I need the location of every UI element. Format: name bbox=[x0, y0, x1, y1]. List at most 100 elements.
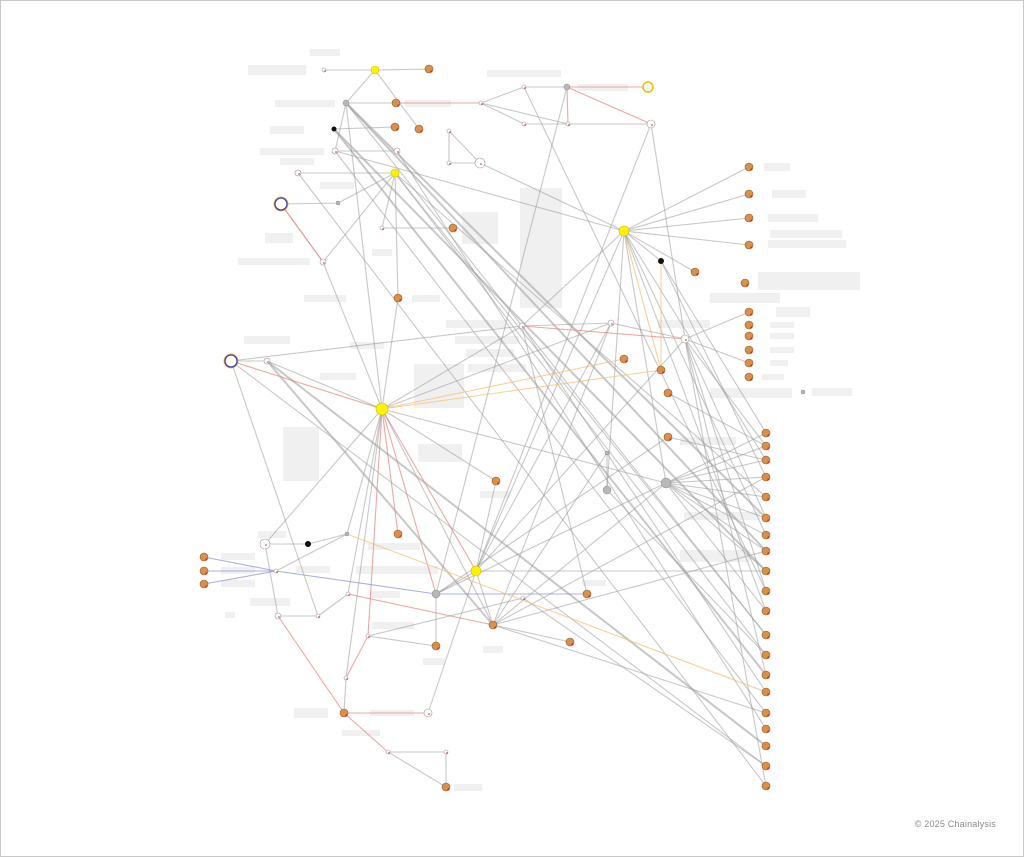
transfer-edge[interactable] bbox=[684, 311, 750, 340]
transfer-edge[interactable] bbox=[367, 597, 524, 637]
transfer-edge[interactable] bbox=[492, 624, 571, 643]
transfer-edge[interactable] bbox=[684, 338, 767, 447]
address-node-icon[interactable] bbox=[565, 121, 571, 127]
transfer-edge[interactable] bbox=[317, 593, 349, 617]
transfer-edge[interactable] bbox=[623, 230, 767, 536]
transfer-edge[interactable] bbox=[665, 482, 767, 612]
address-node-icon[interactable] bbox=[646, 119, 656, 129]
transfer-edge[interactable] bbox=[650, 123, 686, 340]
transfer-edge[interactable] bbox=[427, 570, 477, 714]
transfer-edge[interactable] bbox=[347, 593, 494, 626]
transfer-edge[interactable] bbox=[334, 150, 767, 714]
transfer-edge[interactable] bbox=[480, 102, 569, 125]
address-node-icon[interactable] bbox=[478, 100, 484, 106]
transfer-edge[interactable] bbox=[480, 86, 525, 104]
cluster-node-icon[interactable] bbox=[744, 372, 754, 382]
cluster-node-icon[interactable] bbox=[761, 687, 771, 697]
transfer-edge[interactable] bbox=[566, 86, 569, 125]
transfer-edge[interactable] bbox=[684, 338, 767, 676]
cluster-node-icon[interactable] bbox=[761, 630, 771, 640]
transfer-edge[interactable] bbox=[333, 126, 396, 130]
cluster-node-icon[interactable] bbox=[393, 293, 403, 303]
transfer-edge[interactable] bbox=[521, 230, 625, 327]
cluster-node-icon[interactable] bbox=[761, 741, 771, 751]
transfer-edge[interactable] bbox=[275, 570, 437, 595]
cluster-node-icon[interactable] bbox=[761, 455, 771, 465]
cluster-node-icon[interactable] bbox=[761, 761, 771, 771]
transfer-edge[interactable] bbox=[623, 230, 767, 612]
transfer-edge[interactable] bbox=[665, 445, 767, 484]
transfer-edge[interactable] bbox=[492, 550, 767, 626]
transfer-edge[interactable] bbox=[307, 533, 348, 545]
cluster-node-icon[interactable] bbox=[391, 98, 401, 108]
cluster-node-icon[interactable] bbox=[619, 354, 629, 364]
address-node-icon[interactable] bbox=[520, 595, 526, 601]
cluster-node-icon[interactable] bbox=[761, 781, 771, 791]
address-node-icon[interactable] bbox=[335, 200, 341, 206]
transfer-edge[interactable] bbox=[660, 260, 767, 434]
transfer-edge[interactable] bbox=[521, 325, 686, 340]
transfer-edge[interactable] bbox=[435, 570, 477, 595]
address-node-icon[interactable] bbox=[521, 84, 527, 90]
cluster-node-icon[interactable] bbox=[431, 641, 441, 651]
transfer-edge[interactable] bbox=[475, 338, 686, 572]
transfer-edge[interactable] bbox=[660, 260, 767, 478]
transfer-edge[interactable] bbox=[665, 476, 767, 484]
black-node-icon[interactable] bbox=[331, 126, 337, 132]
transfer-edge[interactable] bbox=[448, 130, 481, 164]
address-node-icon[interactable] bbox=[800, 389, 806, 395]
transfer-edge[interactable] bbox=[264, 408, 383, 545]
cluster-node-icon[interactable] bbox=[761, 724, 771, 734]
transfer-edge[interactable] bbox=[230, 360, 383, 410]
cluster-node-icon[interactable] bbox=[656, 365, 666, 375]
highlighted-node-icon[interactable] bbox=[470, 565, 482, 577]
transfer-edge[interactable] bbox=[623, 193, 750, 232]
cluster-node-icon[interactable] bbox=[199, 552, 209, 562]
transfer-edge[interactable] bbox=[374, 68, 430, 71]
transfer-edge[interactable] bbox=[521, 322, 612, 327]
transfer-edge[interactable] bbox=[623, 166, 750, 232]
address-node-icon[interactable] bbox=[319, 258, 327, 266]
exchange-ring-icon[interactable] bbox=[223, 353, 239, 369]
transfer-edge[interactable] bbox=[623, 230, 696, 273]
cluster-node-icon[interactable] bbox=[761, 428, 771, 438]
cluster-node-icon[interactable] bbox=[761, 670, 771, 680]
cluster-node-icon[interactable] bbox=[424, 64, 434, 74]
address-node-icon[interactable] bbox=[294, 169, 302, 177]
loop-ring-icon[interactable] bbox=[642, 81, 654, 93]
cluster-node-icon[interactable] bbox=[582, 589, 592, 599]
address-node-icon[interactable] bbox=[344, 531, 350, 537]
address-node-icon[interactable] bbox=[660, 477, 672, 489]
cluster-node-icon[interactable] bbox=[761, 650, 771, 660]
address-node-icon[interactable] bbox=[443, 749, 449, 755]
address-node-icon[interactable] bbox=[393, 147, 401, 155]
cluster-node-icon[interactable] bbox=[393, 529, 403, 539]
transfer-edge[interactable] bbox=[345, 69, 376, 104]
transfer-edge[interactable] bbox=[667, 436, 767, 461]
cluster-node-icon[interactable] bbox=[761, 606, 771, 616]
transfer-edge[interactable] bbox=[381, 408, 399, 535]
transfer-edge[interactable] bbox=[665, 482, 767, 498]
transfer-edge[interactable] bbox=[381, 408, 477, 572]
address-node-icon[interactable] bbox=[273, 568, 279, 574]
cluster-node-icon[interactable] bbox=[199, 579, 209, 589]
cluster-node-icon[interactable] bbox=[744, 240, 754, 250]
transfer-edge[interactable] bbox=[623, 230, 662, 371]
transfer-edge[interactable] bbox=[381, 325, 523, 410]
transfer-edge[interactable] bbox=[521, 325, 588, 595]
cluster-node-icon[interactable] bbox=[761, 586, 771, 596]
transfer-edge[interactable] bbox=[266, 360, 383, 410]
black-node-icon[interactable] bbox=[658, 258, 664, 264]
transfer-edge[interactable] bbox=[343, 712, 389, 753]
cluster-node-icon[interactable] bbox=[761, 513, 771, 523]
address-node-icon[interactable] bbox=[321, 67, 327, 73]
transfer-edge[interactable] bbox=[623, 230, 667, 484]
transfer-edge[interactable] bbox=[345, 102, 767, 636]
cluster-node-icon[interactable] bbox=[761, 441, 771, 451]
address-node-icon[interactable] bbox=[431, 589, 441, 599]
transfer-edge[interactable] bbox=[345, 408, 383, 679]
transfer-edge[interactable] bbox=[345, 102, 383, 410]
address-node-icon[interactable] bbox=[365, 633, 371, 639]
transfer-edge[interactable] bbox=[346, 408, 383, 535]
